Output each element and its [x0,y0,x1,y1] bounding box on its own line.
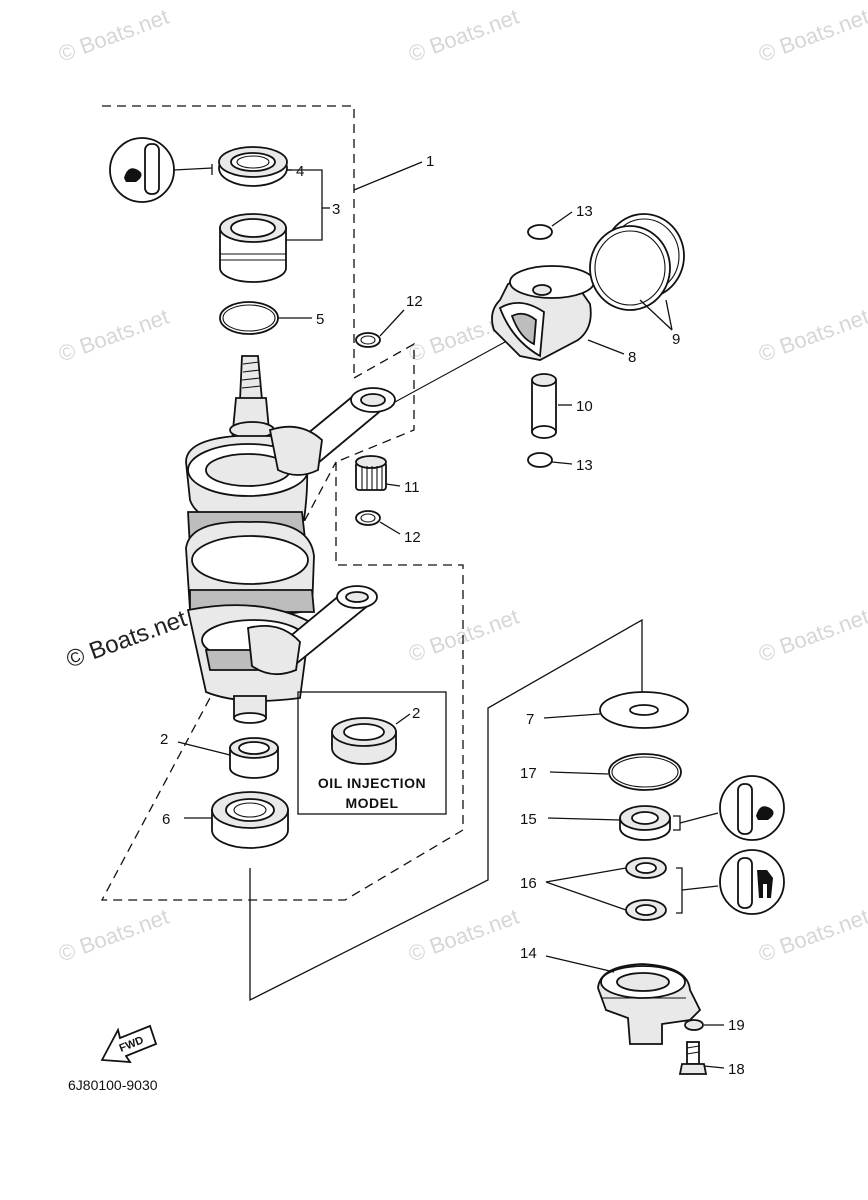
watermark: © Boats.net [755,4,868,67]
sealant-symbol-right-2-icon [676,849,785,915]
needle-bearing-part-11 [355,455,387,491]
sealant-symbol-right-1-icon [673,775,785,841]
watermark: © Boats.net [755,904,868,967]
diagram-code: 6J80100-9030 [68,1077,158,1093]
inset-line2: MODEL [345,795,398,811]
assembly-outline [100,105,464,901]
callout-12-top: 12 [406,293,423,310]
callout-6: 6 [162,811,170,828]
plate-part-7 [599,691,689,729]
callout-1: 1 [426,153,434,170]
callout-17: 17 [520,765,537,782]
bolt-part-18 [678,1041,708,1075]
callout-3: 3 [332,201,340,218]
callout-5: 5 [316,311,324,328]
watermark: © Boats.net [55,904,172,967]
watermark: © Boats.net [755,604,868,667]
lower-unit-leader [249,618,643,1002]
ball-bearing-part-6 [211,791,289,849]
piston-rings-part-9 [589,213,685,311]
bearing-part-3 [219,213,287,283]
housing-part-14 [597,963,702,1045]
inset-line1: OIL INJECTION [318,775,426,791]
piston-part-8 [491,265,595,361]
washer-part-19 [684,1019,704,1031]
fwd-arrow-icon: FWD [100,1024,158,1064]
callout-16: 16 [520,875,537,892]
watermark: © Boats.net [405,4,522,67]
oil-seal-part-4 [218,146,288,187]
leader-lines [177,161,725,1069]
callout-19: 19 [728,1017,745,1034]
connecting-rod-upper [268,341,506,476]
callout-18: 18 [728,1061,745,1078]
oil-injection-inset: OIL INJECTION MODEL [297,691,447,815]
o-ring-part-17 [608,753,682,791]
circlip-part-13-bottom [527,452,553,468]
callout-numbers: 1 4 3 5 12 12 11 13 13 10 8 9 2 6 2 7 17… [160,153,745,1078]
watermark: © Boats.net [55,4,172,67]
callout-13-top: 13 [576,203,593,220]
callout-2: 2 [160,731,168,748]
callout-14: 14 [520,945,537,962]
oil-seal-part-15 [619,805,671,841]
connecting-rod-lower [247,585,378,676]
washer-part-12-top [355,332,381,348]
callout-12-bottom: 12 [404,529,421,546]
callout-10: 10 [576,398,593,415]
o-ring-inner [222,304,276,332]
callout-7: 7 [526,711,534,728]
callout-11: 11 [404,479,420,496]
rod-bearing-outline [335,342,415,463]
circlip-part-13-top [527,224,553,240]
o-ring-part-5 [219,301,279,335]
callout-9: 9 [672,331,680,348]
callout-4: 4 [296,163,304,180]
seals-part-16 [625,857,667,921]
sealant-symbol-icon [109,137,213,203]
callout-2-inset: 2 [412,705,420,722]
watermark: © Boats.net [55,304,172,367]
watermark: © Boats.net [755,304,868,367]
watermark-center: © Boats.net [63,605,191,673]
piston-pin-part-10 [531,373,557,439]
washer-part-12-bottom [355,510,381,526]
callout-15: 15 [520,811,537,828]
callout-13-bottom: 13 [576,457,593,474]
callout-8: 8 [628,349,636,366]
bearing-part-2 [229,737,279,779]
